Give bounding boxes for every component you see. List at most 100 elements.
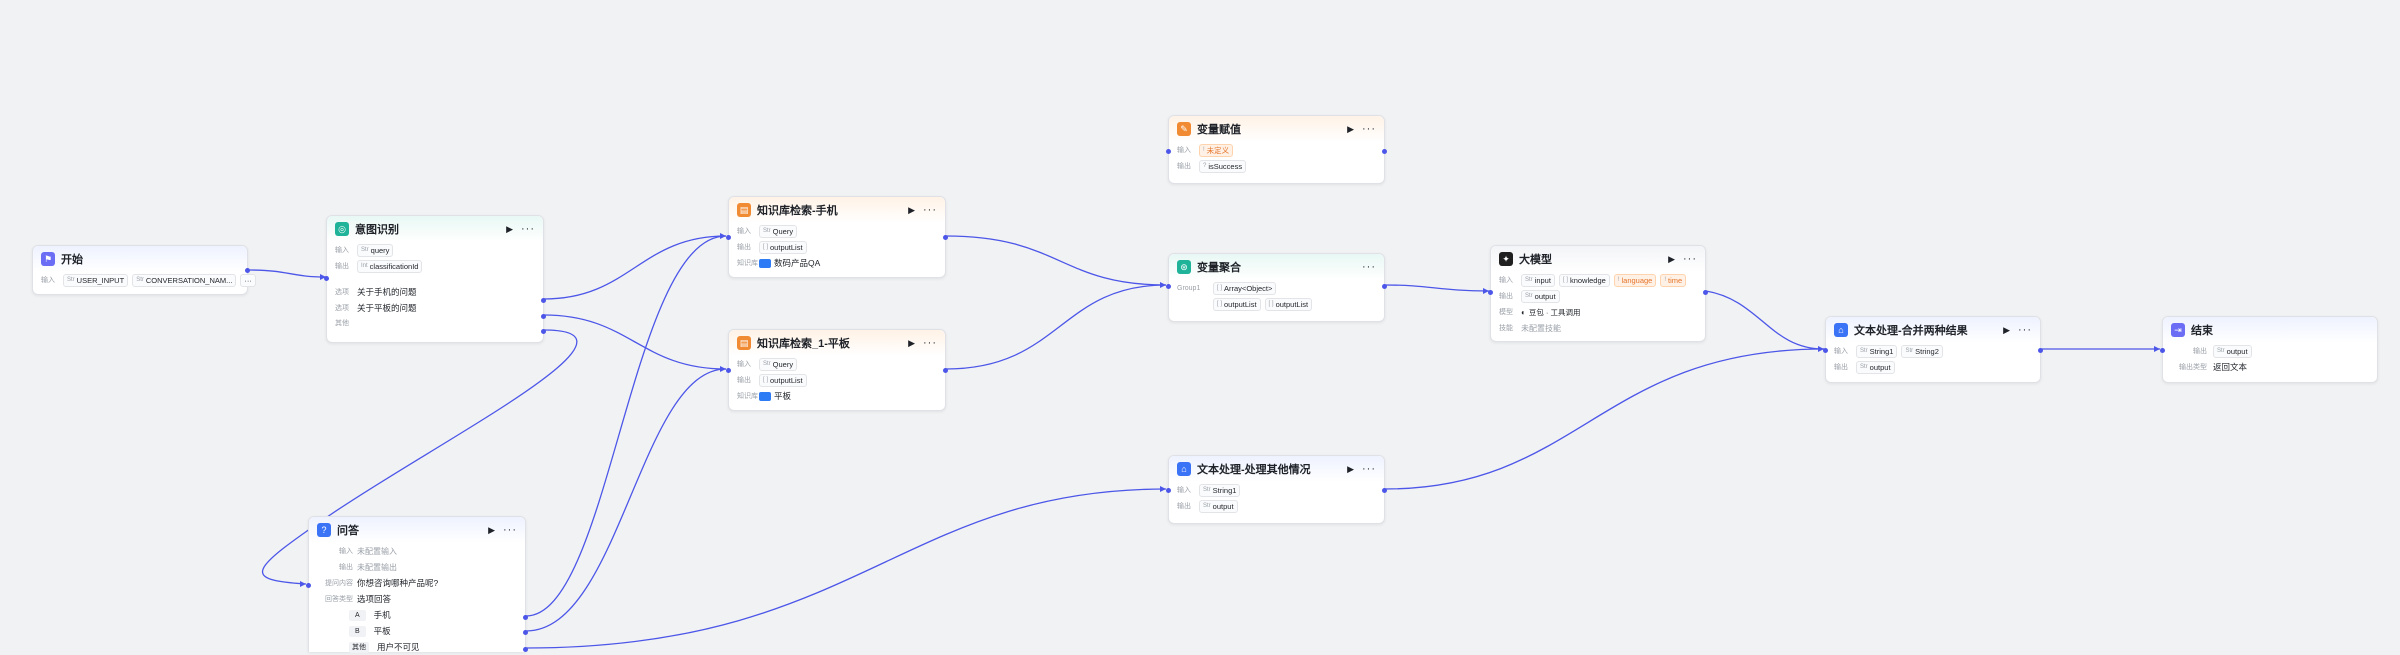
end-icon: ⇥ [2171, 323, 2185, 337]
run-icon[interactable]: ▶ [2003, 324, 2010, 335]
kb-label: 知识库 [737, 260, 758, 267]
output-port[interactable] [943, 235, 948, 240]
node-header[interactable]: ⌂ 文本处理-合并两种结果 ▶ ··· [1826, 317, 2040, 343]
output-port[interactable] [2038, 348, 2043, 353]
run-icon[interactable]: ▶ [488, 524, 495, 535]
run-icon[interactable]: ▶ [1347, 123, 1354, 134]
option-key: B [349, 625, 366, 637]
run-icon[interactable]: ▶ [1347, 463, 1354, 474]
node-header[interactable]: ⇥ 结束 [2163, 317, 2377, 343]
more-icon[interactable]: ··· [1683, 253, 1697, 265]
output-port-other[interactable] [541, 329, 546, 334]
option-value: 手机 [373, 610, 391, 620]
input-label: 输入 [335, 247, 349, 254]
option-key: 其他 [349, 641, 369, 653]
input-port[interactable] [324, 276, 329, 281]
node-header[interactable]: ✎ 变量赋值 ▶ ··· [1169, 116, 1384, 142]
more-icon[interactable]: ··· [1362, 463, 1376, 475]
more-icon[interactable]: ··· [923, 337, 937, 349]
input-var-tag: [ ]knowledge [1558, 273, 1610, 287]
more-icon[interactable]: ··· [521, 223, 535, 235]
run-icon[interactable]: ▶ [506, 223, 513, 234]
node-header[interactable]: ⚑ 开始 [33, 246, 247, 272]
node-header[interactable]: ▤ 知识库检索-手机 ▶ ··· [729, 197, 945, 223]
more-icon[interactable]: ··· [1362, 261, 1376, 273]
input-port[interactable] [1823, 348, 1828, 353]
output-var-tag: [ ]outputList [759, 240, 807, 254]
option-value: 用户不可见 [377, 642, 420, 652]
run-icon[interactable]: ▶ [908, 204, 915, 215]
node-title: 问答 [337, 525, 359, 537]
output-label: 输出 [737, 244, 751, 251]
node-header[interactable]: ⊛ 变量聚合 ··· [1169, 254, 1384, 280]
output-port-b[interactable] [523, 630, 528, 635]
more-icon[interactable]: ··· [1362, 123, 1376, 135]
output-port-pad[interactable] [541, 314, 546, 319]
input-port[interactable] [1166, 488, 1171, 493]
output-port[interactable] [1703, 290, 1708, 295]
input-port[interactable] [1166, 284, 1171, 289]
node-answer[interactable]: ? 问答 ▶ ··· 输入 未配置输入 输出 未配置输出 提问内容 你想咨询哪种… [306, 516, 528, 653]
input-port[interactable] [726, 368, 731, 373]
output-port[interactable] [943, 368, 948, 373]
input-port[interactable] [1488, 290, 1493, 295]
more-icon[interactable]: ··· [923, 204, 937, 216]
option-key: A [349, 609, 366, 621]
node-header[interactable]: ▤ 知识库检索_1-平板 ▶ ··· [729, 330, 945, 356]
output-label: 输出 [1499, 293, 1513, 300]
output-port-a[interactable] [523, 615, 528, 620]
edge-answer-b-kb-pad [525, 368, 727, 632]
edge-text-other-textmerge [1384, 348, 1825, 490]
merge-var-tag: [ ]outputList [1264, 297, 1313, 311]
knowledge-base-icon [759, 391, 771, 401]
edge-intent-kb-phone [543, 235, 727, 300]
run-icon[interactable]: ▶ [908, 337, 915, 348]
node-title: 开始 [61, 254, 83, 266]
node-header[interactable]: ✦ 大模型 ▶ ··· [1491, 246, 1705, 272]
output-port[interactable] [245, 268, 250, 273]
input-port[interactable] [2160, 348, 2165, 353]
input-port[interactable] [306, 583, 311, 588]
more-icon[interactable]: ··· [2018, 324, 2032, 336]
node-var-merge[interactable]: ⊛ 变量聚合 ··· Group1 [ ]Array<Object> [ ]ou… [1166, 253, 1387, 322]
run-icon[interactable]: ▶ [1668, 253, 1675, 264]
output-port-other[interactable] [523, 647, 528, 652]
merge-icon: ⊛ [1177, 260, 1191, 274]
node-title: 结束 [2191, 325, 2213, 337]
undefined-var-tag: !未定义 [1199, 143, 1234, 157]
node-var-assign[interactable]: ✎ 变量赋值 ▶ ··· 输入 !未定义 输出 ?isSuccess [1166, 115, 1387, 184]
more-params-tag[interactable]: ··· [240, 273, 256, 287]
output-port[interactable] [1382, 149, 1387, 154]
input-port[interactable] [1166, 149, 1171, 154]
node-header[interactable]: ◎ 意图识别 ▶ ··· [327, 216, 543, 242]
output-port[interactable] [1382, 284, 1387, 289]
variable-icon: ✎ [1177, 122, 1191, 136]
input-port[interactable] [726, 235, 731, 240]
edge-kb-pad-merge [945, 284, 1167, 370]
output-mode-value: 返回文本 [2213, 362, 2248, 372]
node-title: 变量赋值 [1197, 124, 1241, 136]
output-port-phone[interactable] [541, 298, 546, 303]
node-header[interactable]: ? 问答 ▶ ··· [309, 517, 525, 543]
input-label: 输入 [339, 548, 353, 555]
input-label: 输入 [1499, 277, 1513, 284]
node-title: 文本处理-合并两种结果 [1854, 325, 1968, 337]
knowledge-icon: ▤ [737, 336, 751, 350]
output-port[interactable] [1382, 488, 1387, 493]
output-label: 输出 [1177, 503, 1191, 510]
node-header[interactable]: ⌂ 文本处理-处理其他情况 ▶ ··· [1169, 456, 1384, 482]
text-icon: ⌂ [1177, 462, 1191, 476]
more-icon[interactable]: ··· [503, 524, 517, 536]
output-label: 输出 [1834, 364, 1848, 371]
